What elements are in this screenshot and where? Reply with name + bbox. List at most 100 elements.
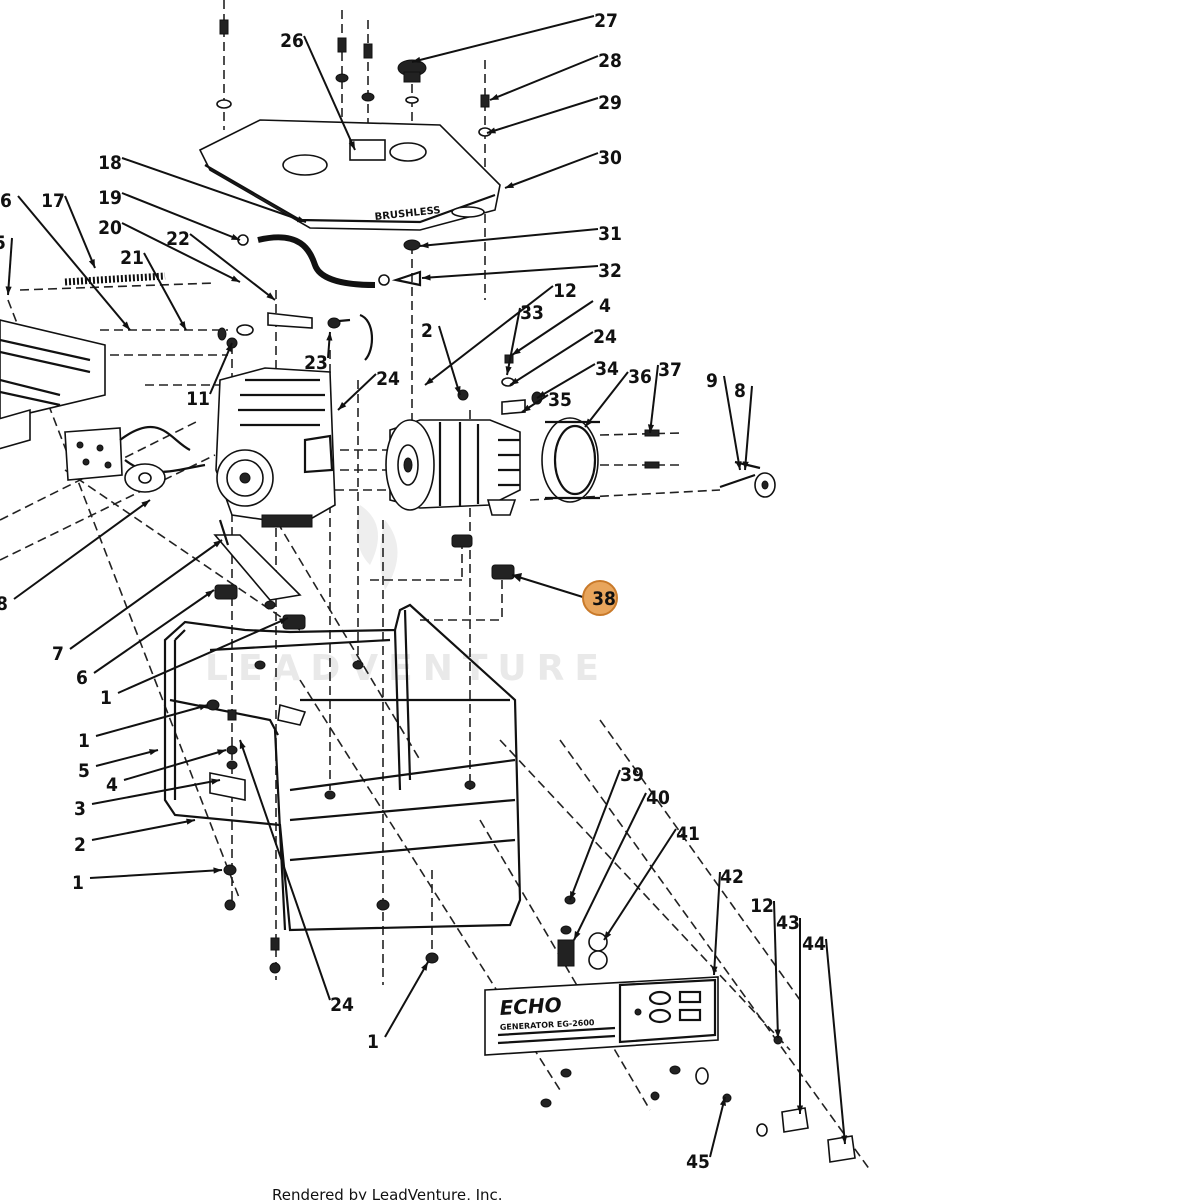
engine-bracket bbox=[213, 519, 302, 601]
engine bbox=[215, 337, 336, 528]
callout-label-c44[interactable]: 44 bbox=[802, 933, 826, 955]
callout-label-c3[interactable]: 3 bbox=[74, 798, 86, 820]
vibration-mounts bbox=[214, 534, 515, 630]
callout-label-c37[interactable]: 37 bbox=[658, 359, 682, 381]
leader-line-c16 bbox=[17, 195, 131, 331]
callout-label-c29[interactable]: 29 bbox=[598, 92, 622, 114]
callout-label-c21[interactable]: 21 bbox=[120, 247, 144, 269]
callout-label-c4b[interactable]: 4 bbox=[106, 774, 118, 796]
leader-line-c1d bbox=[384, 961, 429, 1038]
callout-label-c7[interactable]: 7 bbox=[52, 643, 64, 665]
callout-label-c34[interactable]: 34 bbox=[595, 358, 619, 380]
callout-label-c12a[interactable]: 12 bbox=[553, 280, 577, 302]
leader-line-c2a bbox=[438, 325, 461, 396]
callout-label-c6[interactable]: 6 bbox=[76, 667, 88, 689]
leader-arrow-c40 bbox=[574, 931, 581, 940]
callout-label-c39[interactable]: 39 bbox=[620, 764, 644, 786]
callout-label-c43[interactable]: 43 bbox=[776, 912, 800, 934]
callout-label-c8a[interactable]: 8 bbox=[734, 380, 746, 402]
callout-label-c17[interactable]: 17 bbox=[41, 190, 65, 212]
muffler-shield bbox=[0, 319, 106, 450]
callout-label-c5b[interactable]: 5 bbox=[78, 760, 90, 782]
leader-arrow-c11 bbox=[225, 343, 232, 352]
leader-arrow-c21 bbox=[179, 321, 186, 330]
callout-label-c42[interactable]: 42 bbox=[720, 866, 744, 888]
leader-arrow-c23 bbox=[326, 332, 333, 341]
callout-label-c1c[interactable]: 1 bbox=[72, 872, 84, 894]
callout-label-c30[interactable]: 30 bbox=[598, 147, 622, 169]
callout-label-c18[interactable]: 18 bbox=[98, 152, 122, 174]
leader-arrow-c27 bbox=[412, 56, 421, 63]
callout-label-c36[interactable]: 36 bbox=[628, 366, 652, 388]
callout-label-c24b[interactable]: 24 bbox=[376, 368, 400, 390]
callout-label-c41[interactable]: 41 bbox=[676, 823, 700, 845]
spring bbox=[64, 272, 166, 286]
callout-label-c8b[interactable]: 8 bbox=[0, 593, 8, 615]
callout-label-c23[interactable]: 23 bbox=[304, 352, 328, 374]
callout-label-c24a[interactable]: 24 bbox=[593, 326, 617, 348]
callout-label-c16[interactable]: 6 bbox=[0, 190, 12, 212]
callout-label-c22[interactable]: 22 bbox=[166, 228, 190, 250]
through-bolts bbox=[644, 429, 660, 469]
leader-line-c19 bbox=[121, 192, 241, 241]
leader-line-c24b bbox=[337, 373, 377, 411]
highlight-circle[interactable] bbox=[582, 580, 618, 616]
callout-label-c33[interactable]: 33 bbox=[520, 302, 544, 324]
leader-line-c5b bbox=[95, 749, 159, 767]
callout-label-c19[interactable]: 19 bbox=[98, 187, 122, 209]
callout-label-c4a[interactable]: 4 bbox=[599, 295, 611, 317]
bearing-hardware bbox=[457, 354, 543, 415]
callout-label-c28[interactable]: 28 bbox=[598, 50, 622, 72]
callout-label-c26[interactable]: 26 bbox=[280, 30, 304, 52]
leader-line-c27 bbox=[411, 15, 595, 63]
leader-arrow-c24a bbox=[510, 377, 519, 385]
leader-line-c1b bbox=[95, 704, 209, 737]
callout-label-c11[interactable]: 11 bbox=[186, 388, 210, 410]
switch-parts bbox=[540, 1035, 856, 1163]
leader-line-c2b bbox=[91, 819, 196, 841]
callout-label-c1a[interactable]: 1 bbox=[100, 687, 112, 709]
callout-label-c31[interactable]: 31 bbox=[598, 223, 622, 245]
callout-label-c45[interactable]: 45 bbox=[686, 1151, 710, 1173]
leader-line-c5 bbox=[7, 237, 13, 296]
callout-label-c32[interactable]: 32 bbox=[598, 260, 622, 282]
leader-line-c37 bbox=[649, 364, 659, 434]
leader-line-c36 bbox=[584, 371, 629, 428]
callout-38-highlighted[interactable]: 38 bbox=[511, 573, 618, 616]
leader-arrow-c41 bbox=[604, 931, 612, 940]
callout-label-c2a[interactable]: 2 bbox=[421, 320, 433, 342]
callout-label-c9[interactable]: 9 bbox=[706, 370, 718, 392]
leader-arrow-c12a bbox=[425, 377, 434, 385]
leader-line-c18 bbox=[121, 157, 307, 223]
leader-arrow-c8a bbox=[742, 461, 749, 470]
callout-label-c20[interactable]: 20 bbox=[98, 217, 122, 239]
callout-label-c27[interactable]: 27 bbox=[594, 10, 618, 32]
callout-label-c1d[interactable]: 1 bbox=[367, 1031, 379, 1053]
fuel-cap bbox=[397, 59, 427, 104]
leader-arrow-c19 bbox=[231, 234, 240, 240]
leader-arrow-c35 bbox=[522, 404, 531, 412]
leader-line-c34 bbox=[536, 363, 596, 399]
callout-label-c2b[interactable]: 2 bbox=[74, 834, 86, 856]
callout-label-c24c[interactable]: 24 bbox=[330, 994, 354, 1016]
leader-line-c4b bbox=[123, 749, 227, 781]
leader-arrow-c5 bbox=[5, 286, 12, 295]
leader-arrow-c30 bbox=[505, 182, 514, 188]
leader-line-c1c bbox=[89, 869, 223, 879]
callout-label-c35[interactable]: 35 bbox=[548, 389, 572, 411]
callout-label-38[interactable]: 38 bbox=[592, 588, 616, 610]
callout-label-c1b[interactable]: 1 bbox=[78, 730, 90, 752]
leader-line-c20 bbox=[121, 222, 241, 283]
callout-label-c12b[interactable]: 12 bbox=[750, 895, 774, 917]
leader-line-c28 bbox=[489, 55, 599, 101]
leader-line-c12b bbox=[773, 900, 779, 1039]
leader-arrow-c20 bbox=[231, 275, 240, 282]
callout-label-c40[interactable]: 40 bbox=[646, 787, 670, 809]
leader-arrow-c34 bbox=[537, 391, 546, 398]
leader-line-c31 bbox=[419, 228, 599, 247]
callout-label-c5[interactable]: 5 bbox=[0, 232, 6, 254]
leader-line-c4a bbox=[511, 300, 594, 356]
leader-line-c33 bbox=[506, 307, 521, 376]
